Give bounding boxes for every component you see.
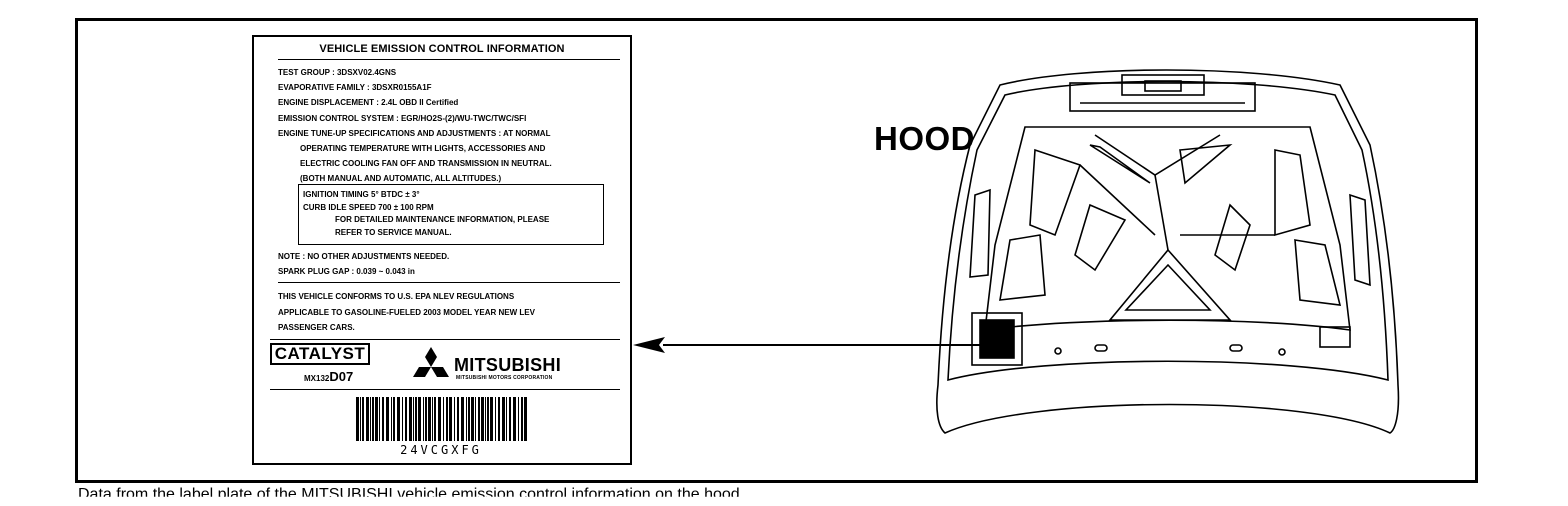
barcode-bar [428,397,431,441]
barcode-bar [382,397,384,441]
barcode-bar [478,397,480,441]
barcode-bar [366,397,369,441]
spec-lines: IGNITION TIMING 5° BTDC ± 3° CURB IDLE SP… [303,189,549,239]
barcode-bar [457,397,459,441]
barcode-bar [402,397,403,441]
barcode-bar [423,397,424,441]
barcode-bar [360,397,361,441]
barcode-bar [434,397,436,441]
label-line: ELECTRIC COOLING FAN OFF AND TRANSMISSIO… [300,159,552,169]
barcode-bar [379,397,380,441]
barcode-bar [449,397,452,441]
catalyst-box: CATALYST [270,343,370,365]
label-line: SPARK PLUG GAP : 0.039 ~ 0.043 in [278,267,415,276]
barcode-bar [446,397,448,441]
divider [270,339,620,340]
barcode-bar [443,397,444,441]
label-line: TEST GROUP : 3DSXV02.4GNS [278,68,397,77]
barcode-bar [468,397,470,441]
part-number-prefix: MX132 [304,374,330,383]
barcode-bar [509,397,511,441]
barcode-bar [485,397,486,441]
label-line: IGNITION TIMING 5° BTDC ± 3° [303,190,420,199]
label-line: APPLICABLE TO GASOLINE-FUELED 2003 MODEL… [278,307,535,317]
barcode-bar [372,397,374,441]
barcode-bar [454,397,455,441]
barcode-bar [495,397,496,441]
barcode-bar [405,397,407,441]
barcode-bar [362,397,364,441]
barcode-bar [524,397,527,441]
barcode-bar [425,397,427,441]
label-line: ENGINE TUNE-UP SPECIFICATIONS AND ADJUST… [278,128,551,138]
barcode-bar [413,397,414,441]
divider [278,282,620,283]
label-line: FOR DETAILED MAINTENANCE INFORMATION, PL… [335,215,550,225]
barcode-bar [432,397,433,441]
hood-drawing [936,69,1400,434]
barcode-text: 24VCGXFG [400,443,482,457]
label-line: PASSENGER CARS. [278,323,355,332]
barcode-bar [386,397,389,441]
barcode-bar [391,397,392,441]
title-rule [278,59,620,60]
barcode-bar [513,397,516,441]
barcode-bar [487,397,489,441]
divider [270,389,620,390]
label-line: EMISSION CONTROL SYSTEM : EGR/HO2S-(2)/W… [278,113,527,123]
epa-lines: THIS VEHICLE CONFORMS TO U.S. EPA NLEV R… [278,289,535,336]
barcode-bar [490,397,493,441]
caption-text: Data from the label plate of the MITSUBI… [78,486,740,503]
barcode-bar [438,397,441,441]
label-title: VEHICLE EMISSION CONTROL INFORMATION [319,43,565,55]
barcode-bar [475,397,476,441]
note-lines: NOTE : NO OTHER ADJUSTMENTS NEEDED. SPARK… [278,249,449,279]
barcode-bar [502,397,505,441]
emission-label: VEHICLE EMISSION CONTROL INFORMATION TES… [252,35,632,465]
barcode-bar [518,397,519,441]
label-line: THIS VEHICLE CONFORMS TO U.S. EPA NLEV R… [278,292,515,301]
barcode-bar [356,397,359,441]
label-line: EVAPORATIVE FAMILY : 3DSXR0155A1F [278,83,432,93]
part-number-suffix: D07 [329,369,354,384]
barcode-bar [409,397,412,441]
part-number: MX132D07 [304,368,353,386]
barcode [356,397,527,441]
label-line: CURB IDLE SPEED 700 ± 100 RPM [303,202,434,212]
barcode-bar [461,397,464,441]
barcode-bar [521,397,523,441]
brand-subtitle: MITSUBISHI MOTORS CORPORATION [456,375,553,381]
label-line: NOTE : NO OTHER ADJUSTMENTS NEEDED. [278,252,450,261]
label-lines: TEST GROUP : 3DSXV02.4GNS EVAPORATIVE FAM… [278,65,624,187]
barcode-bar [498,397,500,441]
barcode-bar [481,397,484,441]
label-line: ENGINE DISPLACEMENT : 2.4L OBD II Certif… [278,98,459,108]
hood-label: HOOD [874,120,975,157]
spec-box: IGNITION TIMING 5° BTDC ± 3° CURB IDLE SP… [298,184,604,245]
barcode-bar [397,397,400,441]
brand-name: MITSUBISHI [454,355,562,375]
barcode-bar [471,397,474,441]
label-line: OPERATING TEMPERATURE WITH LIGHTS, ACCES… [300,144,546,154]
barcode-bar [466,397,467,441]
barcode-bar [370,397,371,441]
mitsubishi-logo-icon [413,347,449,377]
figure-frame [75,18,1478,483]
barcode-bar [375,397,378,441]
pointer-arrow [633,337,987,353]
barcode-bar [418,397,421,441]
barcode-bar [415,397,417,441]
label-line: (BOTH MANUAL AND AUTOMATIC, ALL ALTITUDE… [300,174,502,184]
barcode-bar [393,397,395,441]
label-line: REFER TO SERVICE MANUAL. [335,227,452,237]
barcode-bar [506,397,507,441]
